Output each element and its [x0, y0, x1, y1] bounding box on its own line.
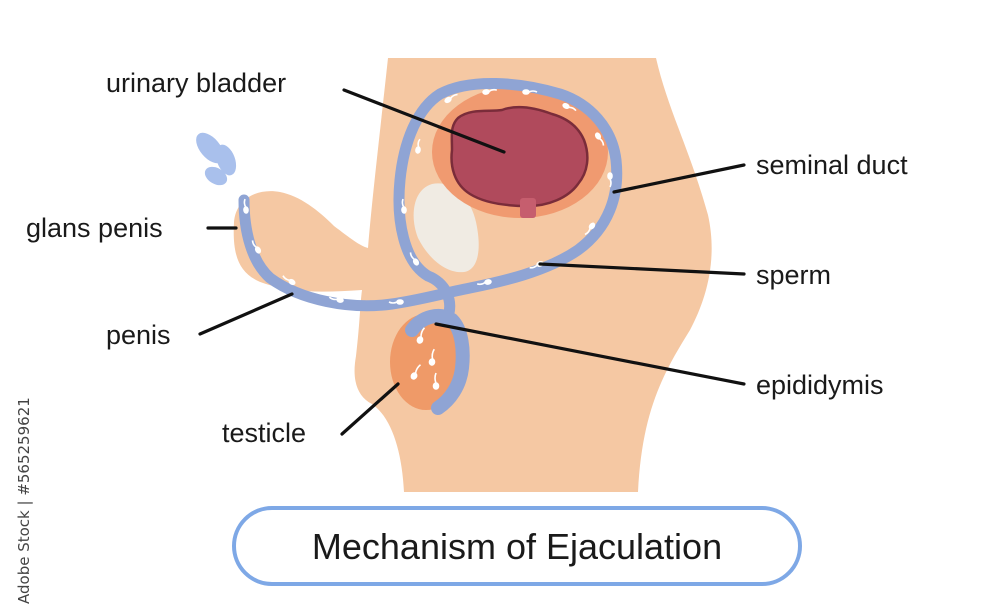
diagram-title: Mechanism of Ejaculation — [312, 526, 722, 567]
pubic-bone — [413, 183, 479, 273]
urethra-stub — [520, 198, 536, 218]
label-testicle: testicle — [222, 418, 306, 448]
leader-penis — [198, 292, 294, 336]
label-sperm: sperm — [756, 260, 831, 290]
ejaculate-spray — [196, 132, 237, 186]
seminal-duct — [238, 78, 623, 328]
label-epididymis: epididymis — [756, 370, 884, 400]
leader-testicle — [340, 382, 400, 436]
label-seminal-duct: seminal duct — [756, 150, 908, 180]
sperm-cells — [243, 88, 613, 390]
leader-seminal-duct — [612, 163, 746, 194]
testicle-shape — [390, 314, 462, 410]
label-penis: penis — [106, 320, 171, 350]
leader-lines — [198, 88, 746, 436]
leader-sperm — [538, 262, 746, 276]
stock-watermark: Adobe Stock | #565259621 — [15, 397, 33, 604]
leader-urinary-bladder — [342, 88, 506, 154]
label-glans-penis: glans penis — [26, 213, 163, 243]
label-urinary-bladder: urinary bladder — [106, 68, 286, 98]
urinary-bladder-inner — [450, 105, 589, 208]
leader-epididymis — [434, 322, 746, 386]
title-box — [232, 506, 802, 586]
epididymis-shape — [405, 308, 470, 415]
